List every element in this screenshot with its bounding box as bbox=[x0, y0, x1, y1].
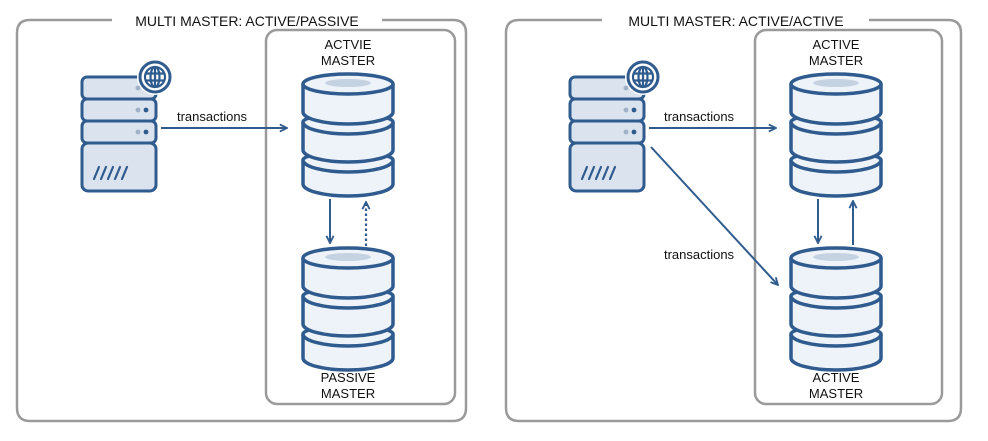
globe-icon bbox=[135, 57, 175, 97]
top-db-label-line1: ACTIVE bbox=[813, 37, 860, 52]
edge-label: transactions bbox=[664, 109, 735, 124]
edge-server-to-bottom-db bbox=[650, 146, 778, 285]
panel-title: MULTI MASTER: ACTIVE/PASSIVE bbox=[135, 13, 359, 29]
database-icon bbox=[301, 72, 395, 198]
globe-icon bbox=[623, 57, 663, 97]
cluster-frame bbox=[753, 28, 944, 406]
top-db-label-line2: MASTER bbox=[321, 53, 375, 68]
bottom-db-label-line2: MASTER bbox=[809, 386, 863, 401]
top-db[interactable] bbox=[301, 72, 395, 198]
bottom-db-label-line2: MASTER bbox=[321, 386, 375, 401]
server-icon bbox=[568, 75, 646, 193]
panel-active-passive: MULTI MASTER: ACTIVE/PASSIVE ACTVIE MAST… bbox=[15, 13, 468, 423]
top-db[interactable] bbox=[789, 72, 883, 198]
outer-frame bbox=[15, 18, 468, 423]
cluster-frame bbox=[264, 28, 457, 406]
bottom-db[interactable] bbox=[301, 246, 395, 372]
edge-label: transactions bbox=[664, 247, 735, 262]
bottom-db-label-line1: ACTIVE bbox=[813, 370, 860, 385]
database-icon bbox=[789, 72, 883, 198]
top-db-label-line2: MASTER bbox=[809, 53, 863, 68]
database-icon bbox=[301, 246, 395, 372]
database-icon bbox=[789, 246, 883, 372]
outer-frame bbox=[504, 18, 963, 423]
bottom-db[interactable] bbox=[789, 246, 883, 372]
panel-title: MULTI MASTER: ACTIVE/ACTIVE bbox=[628, 13, 843, 29]
top-db-label-line1: ACTVIE bbox=[325, 37, 372, 52]
app-server[interactable] bbox=[568, 57, 663, 193]
panel-active-active: MULTI MASTER: ACTIVE/ACTIVE ACTIVE MASTE… bbox=[504, 13, 963, 423]
bottom-db-label-line1: PASSIVE bbox=[321, 370, 376, 385]
edge-label: transactions bbox=[177, 109, 248, 124]
app-server[interactable] bbox=[80, 57, 175, 193]
server-icon bbox=[80, 75, 158, 193]
